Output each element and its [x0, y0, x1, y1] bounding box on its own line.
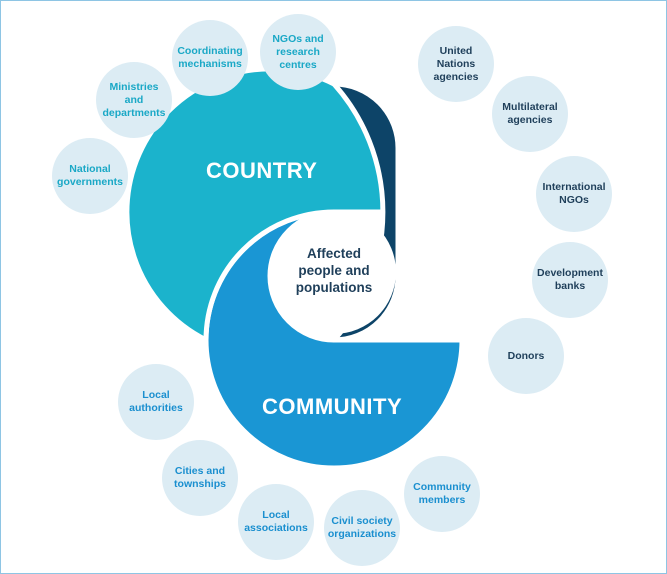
bubble-local-authorities: Local authorities	[118, 364, 194, 440]
center-circle	[272, 210, 396, 334]
country-label: COUNTRY	[206, 158, 318, 183]
center-label: Affected people and populations	[295, 246, 373, 295]
bubble-national-governments: National governments	[52, 138, 128, 214]
bubble-ngos-research-centres: NGOs and research centres	[260, 14, 336, 90]
bubble-development-banks: Development banks	[532, 242, 608, 318]
bubble-local-associations: Local associations	[238, 484, 314, 560]
bubble-ministries-departments: Ministries and departments	[96, 62, 172, 138]
bubble-community-members: Community members	[404, 456, 480, 532]
bubble-coordinating-mechanisms: Coordinating mechanisms	[172, 20, 248, 96]
bubble-civil-society-organizations: Civil society organizations	[324, 490, 400, 566]
country-segment	[124, 66, 401, 343]
bubble-donors: Donors	[488, 318, 564, 394]
bubble-multilateral-agencies: Multilateral agencies	[492, 76, 568, 152]
community-label: COMMUNITY	[262, 394, 403, 419]
global-label: GLOBAL	[418, 224, 514, 249]
bubble-international-ngos: International NGOs	[536, 156, 612, 232]
bubble-united-nations-agencies: United Nations agencies	[418, 26, 494, 102]
bubble-cities-townships: Cities and townships	[162, 440, 238, 516]
